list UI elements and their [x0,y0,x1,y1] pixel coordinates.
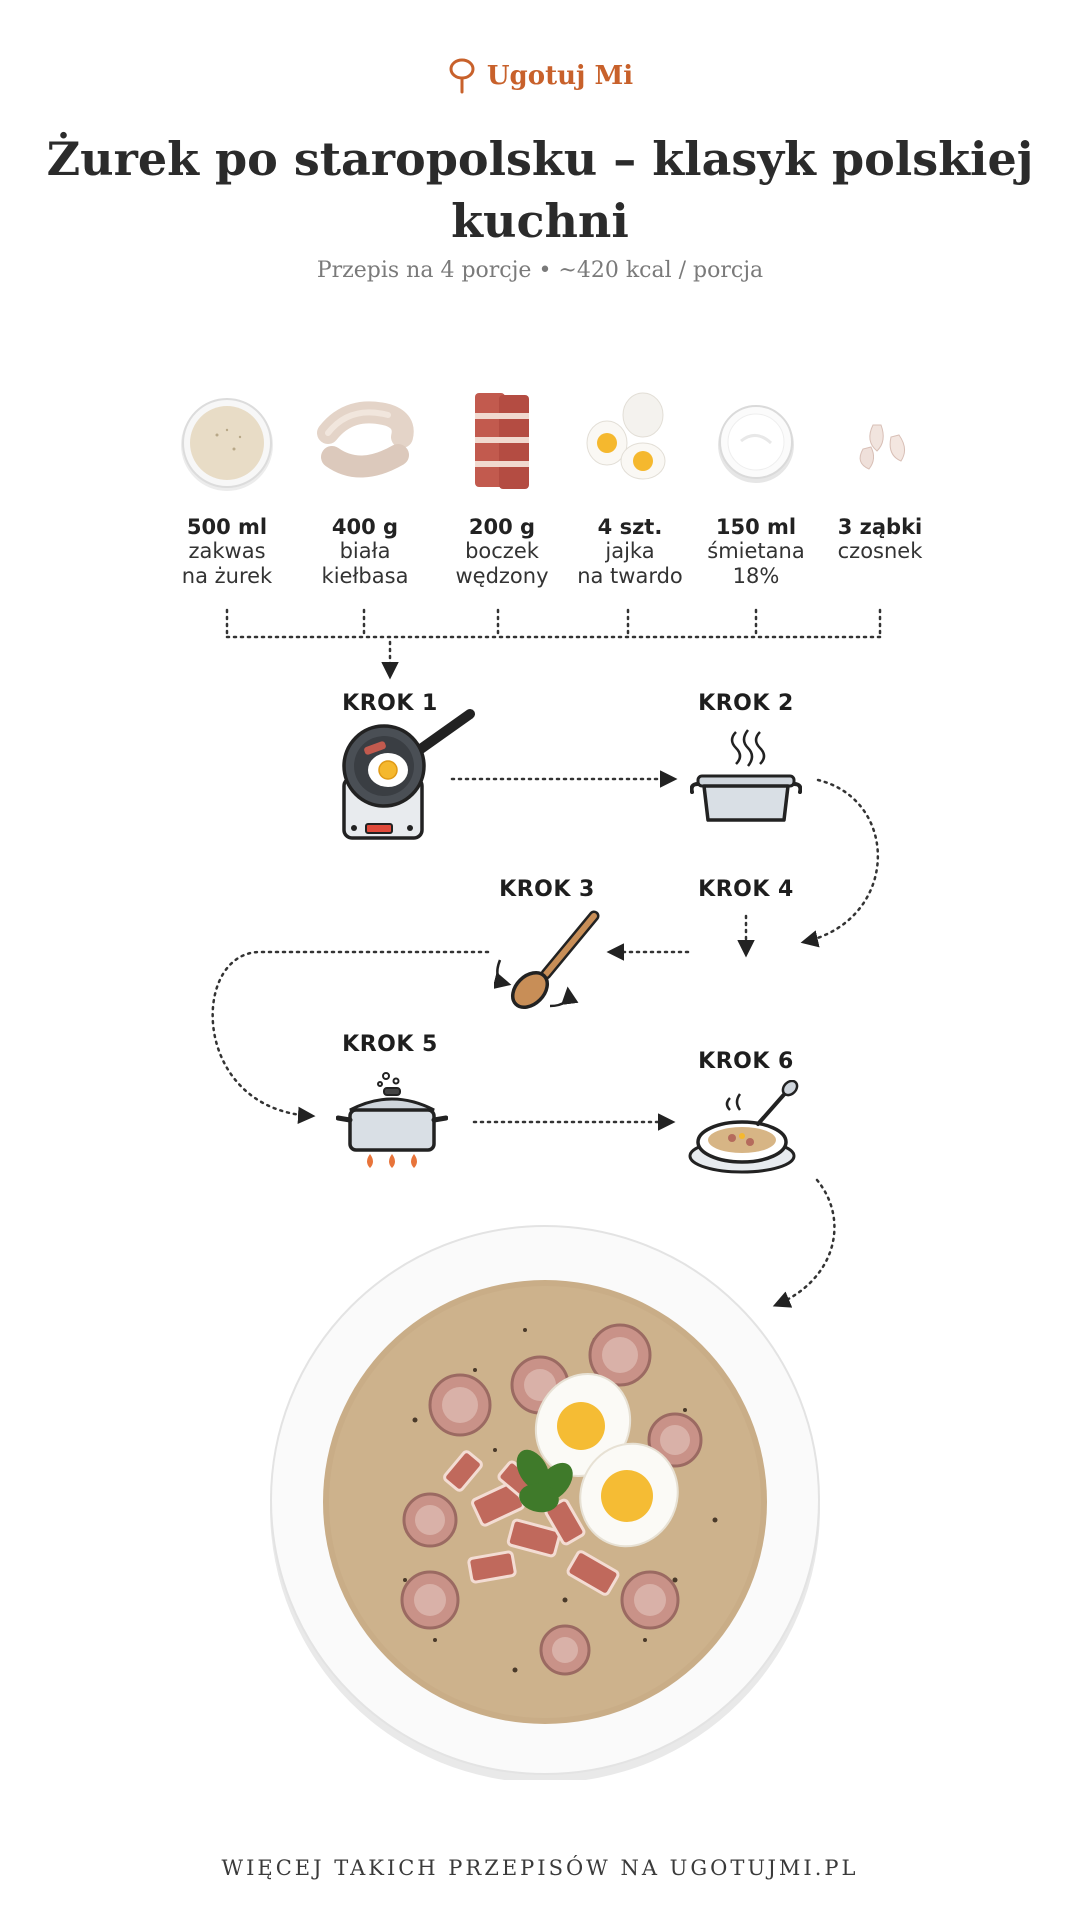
cream-bowl-icon [718,405,794,483]
recipe-subtitle: Przepis na 4 porcje • ~420 kcal / porcja [316,258,764,283]
ingredient-name: jajka na twardo [577,539,683,588]
ingredient-quantity: 400 g [331,515,399,539]
ingredient-item: 3 ząbki czosnek [810,385,950,564]
brand-name: Ugotuj Mi [486,61,634,91]
wooden-spoon-stir-icon [494,910,600,1010]
soup-plate-spoon-icon [688,1080,799,1174]
bacon-icon [475,393,529,489]
step-label: KROK 1 [342,691,438,716]
footer-link[interactable]: WIĘCEJ TAKICH PRZEPISÓW NA UGOTUJMI.PL [221,1856,859,1880]
spoon-logo-icon [449,58,475,94]
step-label: KROK 4 [698,877,794,902]
ingredient-item: 4 szt. jajka na twardo [560,385,700,589]
ingredient-item: 400 g biała kiełbasa [295,385,435,589]
step-label: KROK 5 [342,1032,438,1057]
frying-pan-stove-icon [342,709,475,840]
ingredient-quantity: 500 ml [186,515,268,539]
ingredient-name: śmietana 18% [707,539,805,588]
white-sausage-icon [317,401,414,478]
ingredient-quantity: 3 ząbki [837,515,923,539]
pot-on-flame-icon [336,1072,448,1168]
ingredient-quantity: 150 ml [715,515,797,539]
zurek-soup-plate-icon [270,1225,820,1780]
step-label: KROK 6 [698,1049,794,1074]
eggs-icon [586,392,666,480]
brand-logo[interactable]: Ugotuj Mi [0,58,1080,94]
sourdough-bowl-icon [181,398,273,491]
steaming-pot-icon [690,729,802,822]
ingredient-name: zakwas na żurek [181,539,273,588]
ingredient-item: 500 ml zakwas na żurek [157,385,297,589]
ingredient-item: 200 g boczek wędzony [432,385,572,589]
ingredient-quantity: 4 szt. [597,515,663,539]
garlic-icon [859,424,905,470]
page-title: Żurek po staropolsku – klasyk polskiej k… [46,132,1034,248]
step-label: KROK 2 [698,691,794,716]
ingredient-name: czosnek [837,539,923,563]
ingredient-quantity: 200 g [468,515,536,539]
ingredient-name: biała kiełbasa [321,539,409,588]
ingredient-name: boczek wędzony [455,539,549,588]
step-label: KROK 3 [499,877,595,902]
ingredient-item: 150 ml śmietana 18% [686,385,826,589]
